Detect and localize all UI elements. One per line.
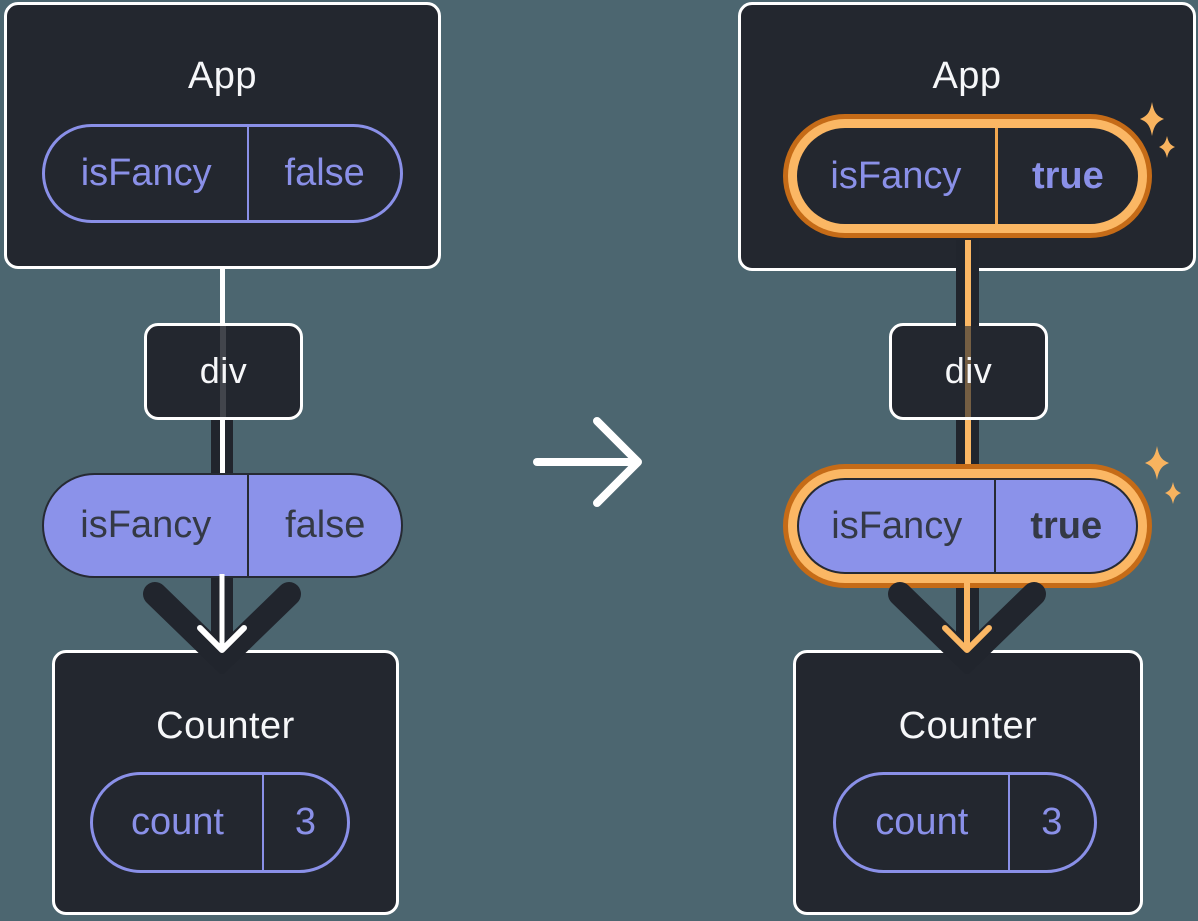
counter-state-pill-after: count 3 (833, 772, 1097, 873)
connector-app-div-before (219, 266, 225, 326)
state-value: 3 (1007, 775, 1094, 870)
app-state-pill-highlight-after: isFancy true (783, 114, 1152, 238)
prop-value: true (994, 480, 1136, 572)
prop-pill-highlight-after: isFancy true (783, 464, 1152, 588)
prop-name: isFancy (831, 504, 963, 547)
sparkle-icon (1140, 102, 1175, 158)
sparkle-icon (1145, 446, 1181, 504)
prop-pill-before: isFancy false (42, 473, 403, 578)
div-label-before: div (199, 350, 248, 391)
state-name: isFancy (830, 154, 962, 197)
arrow-down-icon-before (143, 574, 301, 674)
div-element-box-after: div (889, 323, 1048, 420)
counter-title-after: Counter (898, 705, 1038, 747)
state-value: false (247, 127, 400, 220)
counter-state-pill-before: count 3 (90, 772, 350, 873)
arrow-down-icon-after (888, 574, 1046, 674)
div-label-after: div (944, 350, 993, 391)
state-value: true (994, 128, 1138, 224)
connector-app-div-core-after (964, 240, 971, 326)
prop-value: false (247, 475, 401, 576)
connector-div-pill-core-before (219, 420, 225, 480)
transform-arrow-icon (533, 417, 642, 507)
connector-through-div-before (220, 326, 226, 417)
connector-div-pill-core-after (964, 420, 971, 482)
state-name: count (875, 801, 969, 843)
div-element-box-before: div (144, 323, 303, 420)
highlight-ring-inner: isFancy true (788, 119, 1147, 233)
highlight-ring-inner: isFancy true (788, 469, 1147, 583)
prop-pill-after: isFancy true (797, 478, 1138, 574)
counter-title-before: Counter (156, 705, 295, 747)
connector-through-div-after (965, 326, 971, 417)
app-state-pill-after: isFancy true (797, 128, 1138, 224)
app-title-after: App (932, 55, 1002, 97)
app-state-pill-before: isFancy false (42, 124, 403, 223)
state-name: isFancy (80, 152, 212, 194)
state-name: count (130, 801, 224, 843)
state-value: 3 (261, 775, 347, 870)
app-title-before: App (187, 55, 258, 97)
prop-name: isFancy (80, 504, 212, 546)
